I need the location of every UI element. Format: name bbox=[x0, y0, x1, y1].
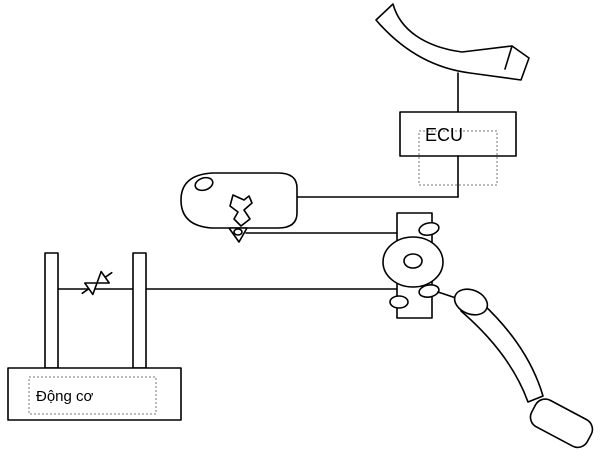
engine-dotted-region bbox=[28, 376, 157, 415]
engine-box bbox=[7, 367, 182, 421]
engine-post-right bbox=[132, 252, 147, 369]
bracket-tab-hole bbox=[233, 228, 243, 236]
throttle-valve-icon bbox=[81, 270, 113, 296]
engine-post-left bbox=[44, 252, 59, 369]
actuator-hub bbox=[403, 253, 423, 269]
pedal-pivot bbox=[453, 288, 489, 316]
actuator-bottom-left-roller bbox=[389, 295, 409, 309]
pedal-arm bbox=[460, 302, 544, 403]
actuator-bottom-right-roller bbox=[418, 284, 440, 298]
bracket-cutout bbox=[229, 194, 253, 227]
ecu-label: ECU bbox=[425, 125, 463, 145]
pedal-pad bbox=[529, 398, 594, 449]
bracket-hole bbox=[194, 176, 214, 192]
actuator-top-roller bbox=[418, 221, 440, 237]
steering-beam bbox=[375, 3, 530, 81]
ecu-dotted-region bbox=[418, 130, 498, 186]
engine-label: Động cơ bbox=[36, 388, 94, 405]
steering-beam-endcap-edge bbox=[504, 45, 513, 70]
